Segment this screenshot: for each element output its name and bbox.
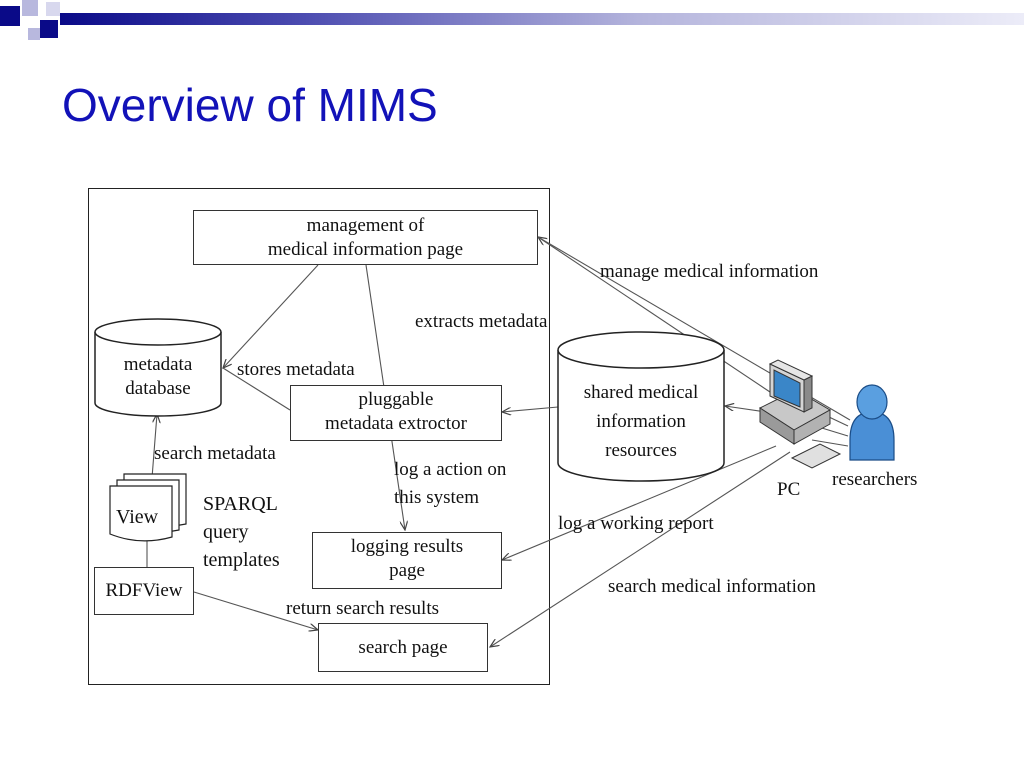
log-action-line2: this system (394, 487, 479, 508)
rdfview-box: RDFView (94, 567, 194, 615)
shared-resources-label: shared medical information resources (558, 378, 724, 465)
sparql-templates-label: SPARQL query templates (203, 490, 280, 574)
label-search-metadata: search metadata (154, 443, 276, 464)
metadata-db-line1: metadata (123, 354, 193, 375)
header-square (40, 20, 58, 38)
label-return-search-results: return search results (286, 598, 439, 619)
arrow-pc-to-shared (725, 406, 767, 413)
logging-box-line1: logging results (350, 536, 464, 557)
arrow-pc-to-logging (502, 445, 777, 560)
shared-line2: information (596, 411, 686, 432)
arrow-rdfview-to-search (193, 591, 318, 630)
arrow-shared-to-extractor (502, 406, 559, 412)
arrow-view-to-db (151, 414, 157, 479)
search-page-box: search page (318, 623, 488, 672)
sparql-line1: SPARQL (203, 493, 278, 515)
shared-resources-shape (557, 331, 725, 482)
arrow-pc-to-search (490, 451, 791, 647)
log-action-line1: log a action on (394, 459, 507, 480)
management-box-line1: management of (306, 215, 425, 236)
view-document-stack (109, 473, 187, 542)
researchers-label: researchers (832, 469, 918, 490)
header-gradient-bar (60, 13, 1024, 25)
label-log-working-report: log a working report (558, 513, 714, 534)
label-manage-medical-information: manage medical information (600, 261, 819, 282)
header-square (0, 6, 20, 26)
metadata-db-line2: database (125, 378, 191, 399)
link-researchers-pc (811, 439, 849, 447)
label-log-action: log a action on this system (394, 456, 506, 512)
management-page-box: management of medical information page (193, 210, 538, 265)
header-square (28, 28, 40, 40)
shared-line3: resources (605, 440, 677, 461)
label-extracts-metadata: extracts metadata (415, 311, 548, 332)
arrow-extractor-to-db (222, 367, 291, 411)
arrow-mgmt-to-db (223, 264, 319, 368)
sparql-line2: query (203, 521, 249, 543)
extractor-box-line1: pluggable (358, 389, 434, 410)
extractor-box-line2: metadata extroctor (325, 413, 467, 434)
metadata-extractor-box: pluggable metadata extroctor (290, 385, 502, 441)
pc-icon (758, 359, 842, 469)
logging-results-box: logging results page (312, 532, 502, 589)
management-box-line2: medical information page (267, 239, 464, 260)
header-square (46, 2, 60, 16)
sparql-line3: templates (203, 549, 280, 571)
arrow-pc-to-mgmt (538, 237, 771, 393)
slide-title: Overview of MIMS (62, 79, 438, 131)
metadata-database-shape (94, 318, 222, 417)
header-square (22, 0, 38, 16)
rdfview-label: RDFView (105, 580, 183, 601)
logging-box-line2: page (389, 560, 425, 581)
shared-line1: shared medical (583, 382, 699, 403)
researcher-person-icon (849, 384, 895, 461)
metadata-db-label: metadata database (95, 353, 221, 401)
pc-label: PC (777, 479, 801, 500)
system-frame (88, 188, 550, 685)
view-doc-label: View (116, 506, 159, 528)
label-stores-metadata: stores metadata (237, 359, 355, 380)
label-search-medical-information: search medical information (608, 576, 816, 597)
search-box-label: search page (358, 637, 448, 658)
